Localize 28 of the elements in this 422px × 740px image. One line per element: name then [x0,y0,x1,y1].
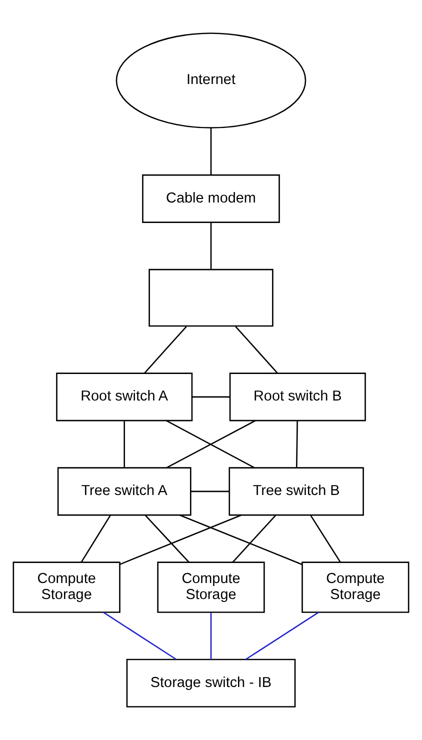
node-box: Cable modem [142,174,280,223]
connector [245,612,319,660]
node-box: Root switch B [229,372,366,422]
connector [232,514,276,563]
connector [103,612,177,660]
connector [192,396,230,398]
node-box: Compute Storage [302,562,410,613]
node-box: Tree switch A [57,467,192,516]
connector [310,514,341,563]
connector [80,514,111,563]
node-box: Tree switch B [228,467,364,516]
node-ellipse: Internet [116,32,306,128]
node-box [148,268,274,327]
connector [210,128,212,175]
node-box: Compute Storage [157,562,265,613]
connector [210,612,212,660]
connector [210,222,212,270]
node-box: Compute Storage [12,562,120,613]
connector [296,420,298,468]
connector [120,514,242,565]
connector [190,490,230,492]
connector [235,326,278,374]
connector [144,326,187,374]
connector [124,420,125,468]
node-box: Root switch A [56,372,193,422]
node-box: Storage switch - IB [126,658,296,708]
connector [144,514,190,563]
connector [179,514,302,566]
